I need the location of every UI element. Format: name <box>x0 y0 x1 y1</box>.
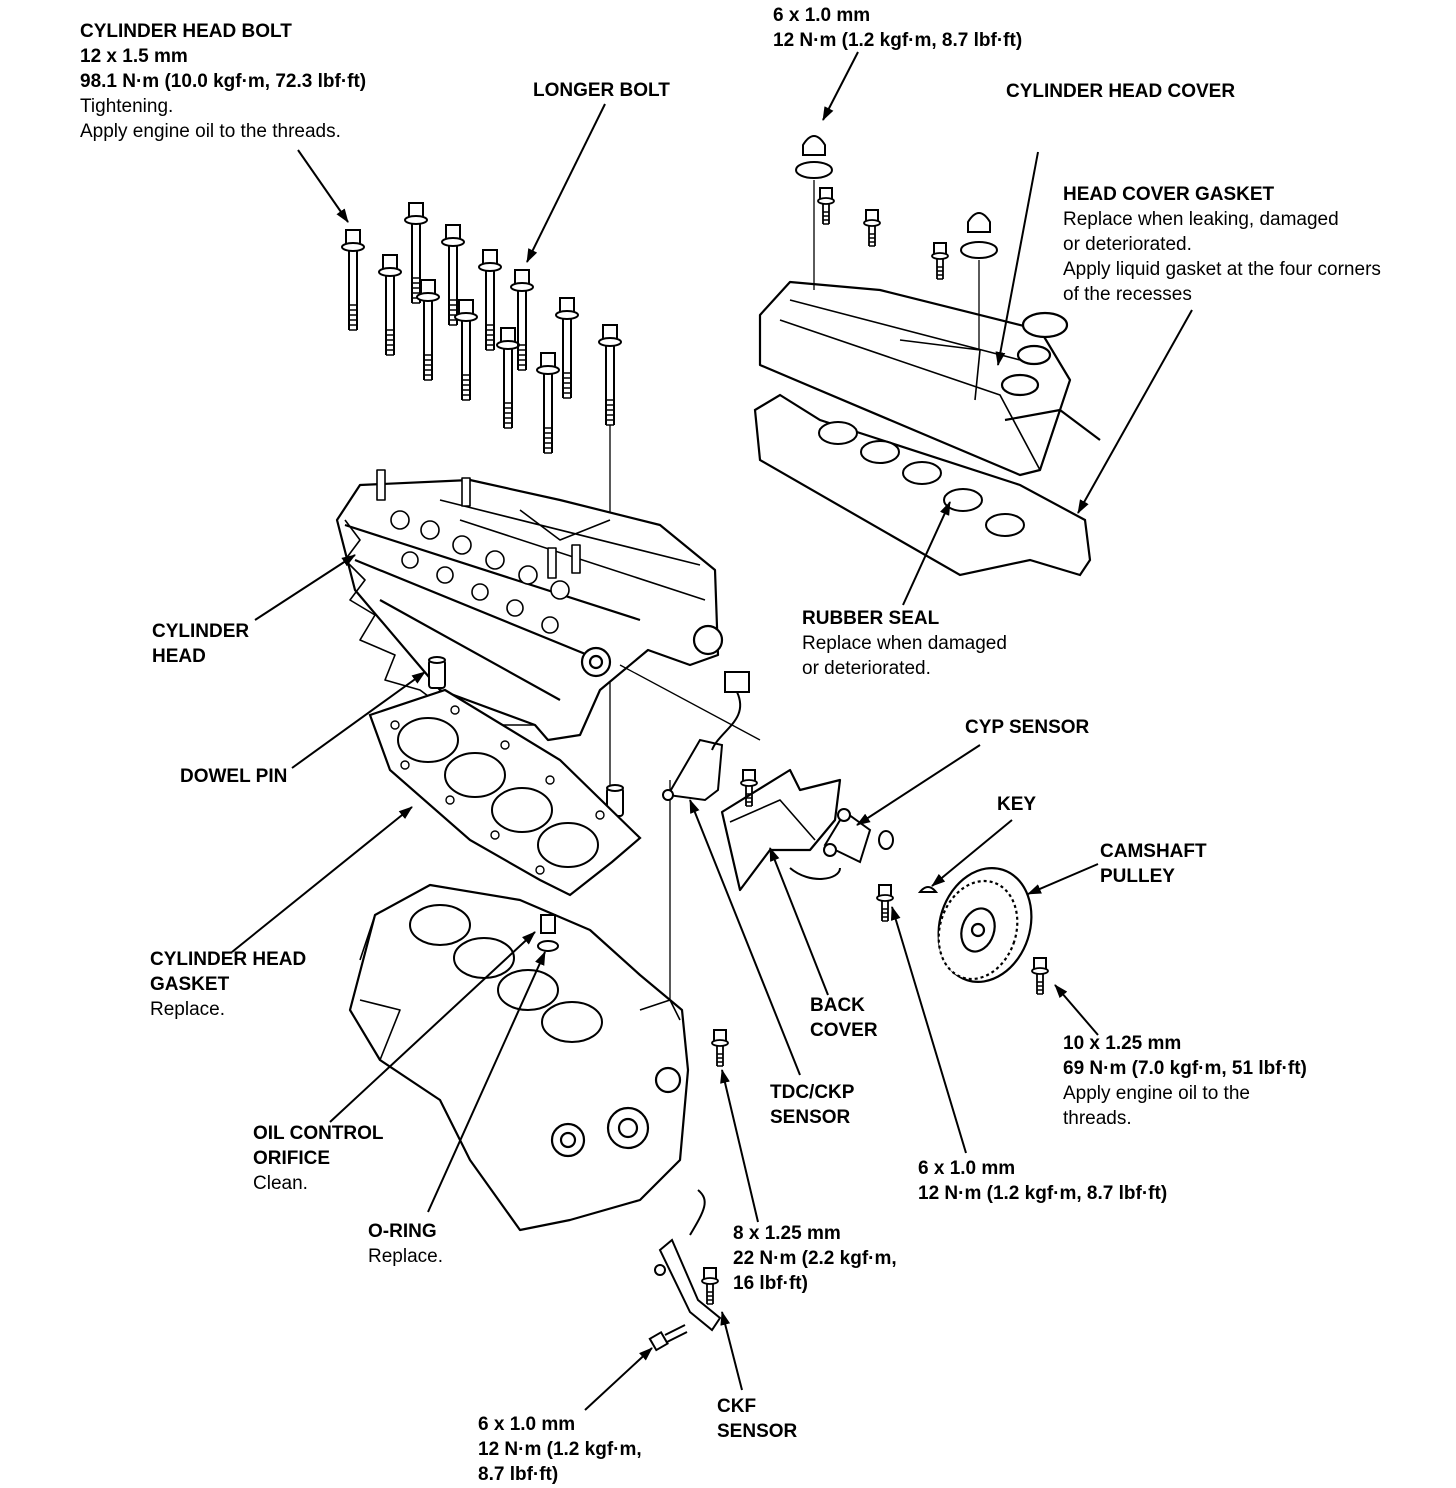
dowel-pin-title: DOWEL PIN <box>180 766 288 787</box>
head-cover-bolt <box>817 187 835 225</box>
label-cyp-bolt-spec: 6 x 1.0 mm 12 N·m (1.2 kgf·m, 8.7 lbf·ft… <box>918 1156 1167 1206</box>
head-cover-bolt <box>931 242 949 280</box>
ckf-bolt-torque-1: 12 N·m (1.2 kgf·m, <box>478 1439 642 1460</box>
label-block-bolt-spec: 8 x 1.25 mm 22 N·m (2.2 kgf·m, 16 lbf·ft… <box>733 1221 897 1296</box>
label-cylinder-head-bolt: CYLINDER HEAD BOLT 12 x 1.5 mm 98.1 N·m … <box>80 19 366 144</box>
o-ring-title: O-RING <box>368 1221 437 1242</box>
head-cover-gasket-note-2: or deteriorated. <box>1063 234 1192 255</box>
cylinder-head-title-2: HEAD <box>152 646 206 667</box>
cylinder-head-gasket-note: Replace. <box>150 999 225 1020</box>
cylinder-head-title-1: CYLINDER <box>152 621 250 642</box>
cylinder-head-gasket-title-1: CYLINDER HEAD <box>150 949 307 970</box>
label-tdc-ckp-sensor: TDC/CKP SENSOR <box>770 1080 854 1130</box>
ckf-sensor-title-1: CKF <box>717 1396 757 1417</box>
head-cover-nuts <box>795 135 998 350</box>
label-longer-bolt: LONGER BOLT <box>533 78 670 103</box>
ckf-bolt <box>648 1324 688 1352</box>
rubber-seal-note-2: or deteriorated. <box>802 658 931 679</box>
pulley-bolt-size: 10 x 1.25 mm <box>1063 1033 1182 1054</box>
block-bolt-torque-1: 22 N·m (2.2 kgf·m, <box>733 1248 897 1269</box>
label-cylinder-head-gasket: CYLINDER HEAD GASKET Replace. <box>150 947 306 1022</box>
camshaft-pulley-title-2: PULLEY <box>1100 866 1175 887</box>
cylinder-head-bolt-size: 12 x 1.5 mm <box>80 46 188 67</box>
pulley-bolt <box>1031 957 1049 995</box>
rubber-seal-title: RUBBER SEAL <box>802 608 940 629</box>
label-cyp-sensor: CYP SENSOR <box>965 715 1089 740</box>
ckf-sensor-title-2: SENSOR <box>717 1421 798 1442</box>
label-oil-control-orifice: OIL CONTROL ORIFICE Clean. <box>253 1121 384 1196</box>
label-ckf-sensor: CKF SENSOR <box>717 1394 797 1444</box>
cyp-bolt-size: 6 x 1.0 mm <box>918 1158 1016 1179</box>
block-bolt <box>711 1029 729 1067</box>
leader-lines <box>231 51 1193 1411</box>
cylinder-head-gasket <box>368 688 642 897</box>
label-cylinder-head-cover: CYLINDER HEAD COVER <box>1006 79 1235 104</box>
label-o-ring: O-RING Replace. <box>368 1219 443 1269</box>
block-bolt-size: 8 x 1.25 mm <box>733 1223 841 1244</box>
label-key: KEY <box>997 792 1036 817</box>
ckf-sensor <box>654 1189 722 1332</box>
rubber-seals <box>818 421 1025 537</box>
pulley-bolt-note-2: threads. <box>1063 1108 1132 1129</box>
pulley-bolt-note-1: Apply engine oil to the <box>1063 1083 1250 1104</box>
pulley-bolt-torque: 69 N·m (7.0 kgf·m, 51 lbf·ft) <box>1063 1058 1307 1079</box>
cylinder-head-cover-title: CYLINDER HEAD COVER <box>1006 81 1236 102</box>
label-rubber-seal: RUBBER SEAL Replace when damaged or dete… <box>802 606 1007 681</box>
label-pulley-bolt-spec: 10 x 1.25 mm 69 N·m (7.0 kgf·m, 51 lbf·f… <box>1063 1031 1307 1131</box>
cylinder-head-gasket-title-2: GASKET <box>150 974 230 995</box>
rubber-seal-note-1: Replace when damaged <box>802 633 1007 654</box>
label-ckf-bolt-spec: 6 x 1.0 mm 12 N·m (1.2 kgf·m, 8.7 lbf·ft… <box>478 1412 642 1487</box>
ckf-bolt-torque-2: 8.7 lbf·ft) <box>478 1464 559 1485</box>
oil-control-orifice <box>537 914 559 952</box>
block-bolt-torque-2: 16 lbf·ft) <box>733 1273 808 1294</box>
back-cover <box>720 768 842 892</box>
back-cover-title-2: COVER <box>810 1020 878 1041</box>
o-ring-note: Replace. <box>368 1246 443 1267</box>
head-cover-gasket-note-3: Apply liquid gasket at the four corners <box>1063 259 1381 280</box>
engine-block <box>348 780 690 1232</box>
oil-control-orifice-note: Clean. <box>253 1173 308 1194</box>
oil-control-orifice-title-1: OIL CONTROL <box>253 1123 384 1144</box>
label-camshaft-pulley: CAMSHAFT PULLEY <box>1100 839 1207 889</box>
back-cover-title-1: BACK <box>810 995 865 1016</box>
cyp-bolt <box>876 884 894 922</box>
oil-control-orifice-title-2: ORIFICE <box>253 1148 331 1169</box>
cover-nut-torque: 12 N·m (1.2 kgf·m, 8.7 lbf·ft) <box>773 30 1023 51</box>
head-cover-gasket-title: HEAD COVER GASKET <box>1063 184 1275 205</box>
ckf-bolt-size: 6 x 1.0 mm <box>478 1414 576 1435</box>
ckf-upper-bolt <box>701 1267 719 1305</box>
cyp-sensor-title: CYP SENSOR <box>965 717 1090 738</box>
key <box>917 886 939 893</box>
cylinder-head <box>335 469 724 742</box>
tdc-ckp-sensor-title-1: TDC/CKP <box>770 1082 855 1103</box>
head-cover-gasket <box>753 393 1092 577</box>
label-cylinder-head: CYLINDER HEAD <box>152 619 249 669</box>
camshaft-pulley-title-1: CAMSHAFT <box>1100 841 1207 862</box>
label-back-cover: BACK COVER <box>810 993 878 1043</box>
cylinder-head-bolt-torque: 98.1 N·m (10.0 kgf·m, 72.3 lbf·ft) <box>80 71 367 92</box>
head-cover-gasket-note-1: Replace when leaking, damaged <box>1063 209 1339 230</box>
cylinder-head-bolt-title: CYLINDER HEAD BOLT <box>80 21 292 42</box>
key-title: KEY <box>997 794 1037 815</box>
head-cover-gasket-note-4: of the recesses <box>1063 284 1192 305</box>
cylinder-head-cover <box>758 280 1101 477</box>
cylinder-head-bolt-note-1: Tightening. <box>80 96 174 117</box>
cover-nut-size: 6 x 1.0 mm <box>773 5 871 26</box>
cylinder-head-bolt-note-2: Apply engine oil to the threads. <box>80 121 341 142</box>
label-dowel-pin: DOWEL PIN <box>180 764 287 789</box>
label-cover-nut-spec: 6 x 1.0 mm 12 N·m (1.2 kgf·m, 8.7 lbf·ft… <box>773 3 1022 53</box>
label-head-cover-gasket: HEAD COVER GASKET Replace when leaking, … <box>1063 182 1381 307</box>
camshaft-pulley <box>937 867 1033 983</box>
tdc-ckp-sensor-title-2: SENSOR <box>770 1107 851 1128</box>
head-cover-bolt <box>863 209 881 247</box>
longer-bolt-title: LONGER BOLT <box>533 80 670 101</box>
tdc-ckp-sensor <box>619 664 761 802</box>
cyp-bolt-torque: 12 N·m (1.2 kgf·m, 8.7 lbf·ft) <box>918 1183 1168 1204</box>
